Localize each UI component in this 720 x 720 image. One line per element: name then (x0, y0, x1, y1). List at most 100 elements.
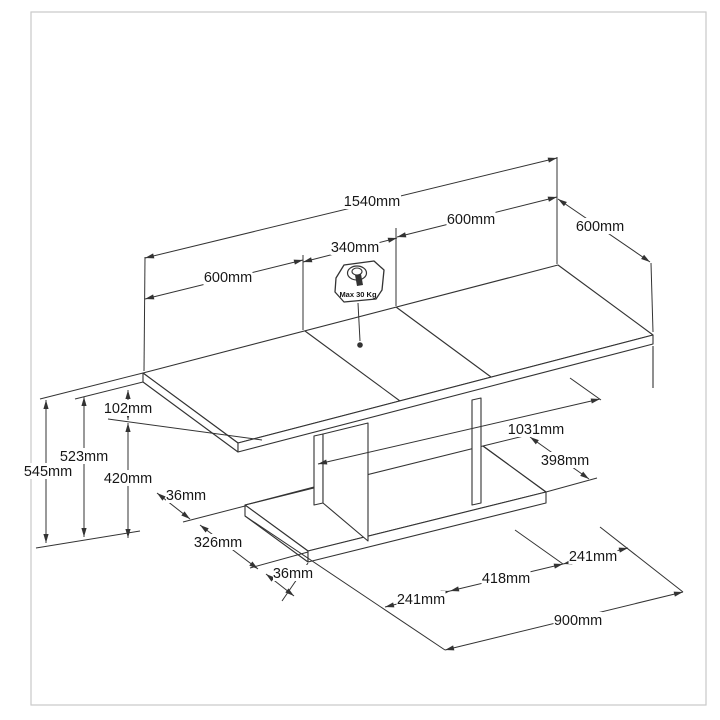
dim-label-241mm: 241mm (568, 548, 618, 565)
dim-418: 418mm (482, 571, 530, 587)
left-wall-side-face (322, 422, 369, 542)
ext-600rd-bottom (650, 262, 654, 333)
dim-545: 545mm (24, 464, 72, 480)
label-mask (396, 591, 446, 607)
dimline-1031-arrow-start (318, 459, 328, 465)
dim-label-420mm: 420mm (103, 470, 153, 487)
label-mask (103, 470, 153, 486)
dim-600-l: 600mm (204, 270, 252, 286)
ext-398-lower (545, 477, 598, 493)
label-mask (446, 211, 496, 227)
ext-1540-left (143, 256, 146, 372)
dim-241-l: 241mm (397, 592, 445, 608)
tabletop-division-1 (304, 330, 401, 402)
dimline-241-l-arrow-start (385, 602, 395, 608)
label-mask (166, 487, 206, 503)
ext-floor-dim-left (244, 515, 446, 651)
max-load-weight-icon: Max 30 Kg (334, 260, 385, 348)
dim-420: 420mm (104, 471, 152, 487)
dimline-545-arrow-start (43, 400, 49, 409)
label-mask (575, 218, 625, 234)
dim-340: 340mm (331, 240, 379, 256)
dim-900: 900mm (554, 613, 602, 629)
ext-top-surface-left (39, 372, 144, 400)
dim-523: 523mm (60, 449, 108, 465)
dim-label-600mm: 600mm (203, 269, 253, 286)
dimline-420-arrow-start (125, 423, 131, 432)
dim-label-36mm: 36mm (273, 565, 313, 582)
dimline-420-arrow-end (125, 529, 131, 538)
tabletop-band-front (237, 334, 654, 453)
ext-floor-dim-right (599, 526, 684, 593)
label-mask (330, 239, 380, 255)
dimline-600-rd-arrow-start (558, 199, 567, 207)
label-mask (203, 269, 253, 285)
label-mask (273, 565, 313, 581)
tabletop-division-2 (395, 306, 492, 378)
dimline-102-arrow-start (125, 390, 131, 399)
dim-398: 398mm (541, 453, 589, 469)
dim-label-1540mm: 1540mm (343, 193, 401, 210)
dimline-340-arrow-start (303, 257, 313, 263)
dimline-545-arrow-end (43, 534, 49, 543)
dimline-326-arrow-end (249, 561, 258, 569)
dimline-36-l-arrow-end (285, 588, 294, 596)
dim-label-600mm: 600mm (575, 218, 625, 235)
label-mask (507, 421, 565, 437)
dim-241-r: 241mm (569, 549, 617, 565)
label-mask (553, 612, 603, 628)
dimline-523-arrow-end (81, 528, 87, 537)
dimline-1540-arrow-start (145, 253, 155, 259)
dimline-600-rd-arrow-end (641, 254, 650, 262)
dimline-36-u-arrow-start (157, 493, 166, 501)
dimline-1031 (317, 398, 601, 465)
dim-label-1031mm: 1031mm (507, 421, 565, 438)
dim-600-top: 600mm (447, 212, 495, 228)
base-back-right-edge (482, 445, 547, 493)
label-mask (103, 400, 153, 416)
dimline-523-arrow-start (81, 397, 87, 406)
label-mask (23, 463, 73, 479)
label-mask (193, 534, 243, 550)
dim-label-241mm: 241mm (396, 591, 446, 608)
ext-floor-left (35, 530, 141, 549)
dimline-418-arrow-start (450, 586, 460, 592)
left-wall-front-strip (313, 433, 324, 506)
weight-handle-hole (351, 267, 363, 276)
dimline-1540-arrow-end (547, 157, 557, 163)
dimline-600-l-arrow-end (293, 259, 303, 265)
dim-326: 326mm (194, 535, 242, 551)
ext-1031-right (569, 377, 602, 401)
dimline-398-arrow-end (580, 471, 589, 479)
ext-base-w-corner (182, 505, 246, 523)
base-back-edge-partial (244, 486, 315, 506)
dimline-340-arrow-end (387, 237, 397, 243)
dimline-36-l-arrow-start (266, 574, 275, 582)
ext-rail-bottom-left (107, 418, 263, 441)
dim-label-340mm: 340mm (330, 239, 380, 256)
dim-36-l: 36mm (273, 566, 313, 582)
dim-label-545mm: 545mm (23, 463, 73, 480)
dimline-398-arrow-start (530, 437, 539, 445)
max-load-leader-line (357, 302, 361, 342)
dimline-900-arrow-start (445, 645, 455, 651)
dim-label-36mm: 36mm (166, 487, 206, 504)
dim-label-326mm: 326mm (193, 534, 243, 551)
max-load-anchor-dot (357, 342, 363, 348)
dim-label-523mm: 523mm (59, 448, 109, 465)
dimline-1031-arrow-end (590, 398, 600, 404)
dim-label-398mm: 398mm (540, 452, 590, 469)
dim-label-418mm: 418mm (481, 570, 531, 587)
right-wall-front-strip (471, 397, 482, 506)
dimline-900-arrow-end (673, 591, 683, 597)
label-mask (343, 193, 401, 209)
ext-base-s-corner (249, 551, 309, 569)
weight-handle-stem (355, 274, 363, 286)
max-load-label: Max 30 Kg (339, 290, 377, 299)
dimline-418-arrow-end (553, 563, 563, 569)
label-mask (481, 570, 531, 586)
dimline-36-u-arrow-end (181, 511, 190, 519)
tabletop-top-face (142, 264, 654, 444)
dimline-600-l-arrow-start (145, 294, 155, 300)
dimline-326-arrow-start (200, 525, 209, 533)
